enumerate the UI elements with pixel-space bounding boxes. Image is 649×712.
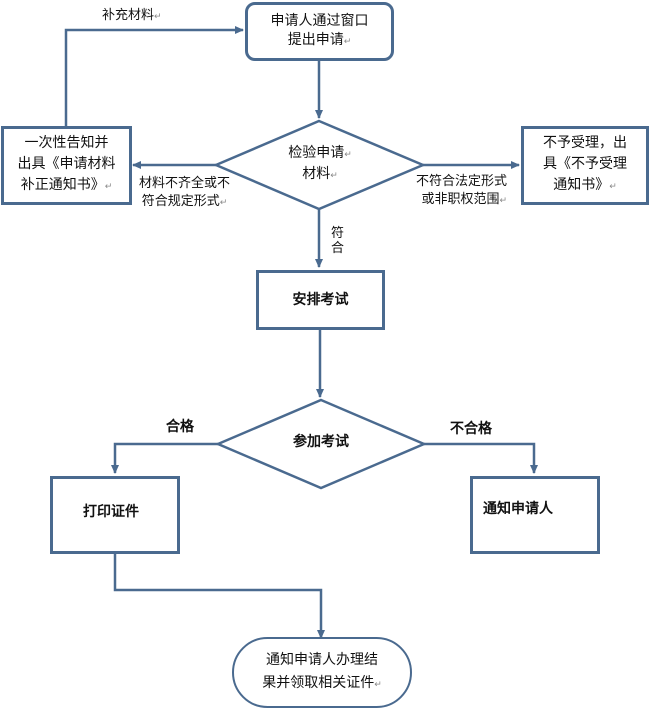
return-mark: ↵ (343, 36, 352, 47)
print-cert-label: 打印证件 (83, 503, 139, 520)
reject-line2: 具《不予受理 (543, 156, 627, 172)
take-exam-label: 参加考试 (293, 433, 349, 450)
label-pass: 合格 (166, 419, 194, 435)
label-illegal: 不符合法定形式 或非职权范围↵ (416, 174, 508, 207)
edge-print-to-final (113, 552, 325, 639)
edge-exam-to-print (111, 442, 218, 474)
schedule-exam-label: 安排考试 (292, 291, 349, 308)
reject-line3: 通知书》↵ (553, 177, 617, 193)
print-cert-node: 打印证件 (50, 476, 180, 554)
notify-missing-line1: 一次性告知并 (24, 135, 109, 151)
notify-missing-node: 一次性告知并 出具《申请材料 补正通知书》↵ (1, 126, 132, 205)
reject-node: 不予受理，出 具《不予受理 通知书》↵ (521, 126, 649, 205)
take-exam-node-text: 参加考试 (271, 430, 371, 454)
apply-line1: 申请人通过窗口 (270, 12, 369, 29)
notify-applicant-label: 通知申请人 (483, 500, 553, 517)
final-line1: 通知申请人办理结 (266, 651, 378, 668)
label-supplement: 补充材料↵ (102, 8, 162, 23)
edge-supplement-to-apply (64, 26, 244, 127)
label-fail: 不合格 (450, 421, 492, 437)
reject-line1: 不予受理，出 (543, 135, 627, 151)
final-line2: 果并领取相关证件↵ (262, 674, 382, 691)
apply-line2: 提出申请↵ (287, 31, 352, 48)
exam-diamond (214, 398, 428, 490)
notify-missing-line2: 出具《申请材料 (17, 156, 116, 172)
check-line2: 材料↵ (302, 166, 338, 182)
final-node: 通知申请人办理结 果并领取相关证件↵ (232, 637, 412, 708)
notify-missing-line3: 补正通知书》↵ (20, 177, 113, 193)
edge-exam-to-notify (424, 442, 538, 474)
check-node-text: 检验申请↵ 材料↵ (270, 145, 370, 185)
notify-applicant-node: 通知申请人 (470, 476, 600, 554)
apply-node: 申请人通过窗口 提出申请↵ (245, 2, 394, 61)
check-line1: 检验申请↵ (288, 145, 352, 161)
label-qualified: 符 合 (331, 226, 345, 256)
label-incomplete: 材料不齐全或不 符合规定形式↵ (139, 176, 231, 209)
schedule-exam-node: 安排考试 (256, 270, 385, 330)
